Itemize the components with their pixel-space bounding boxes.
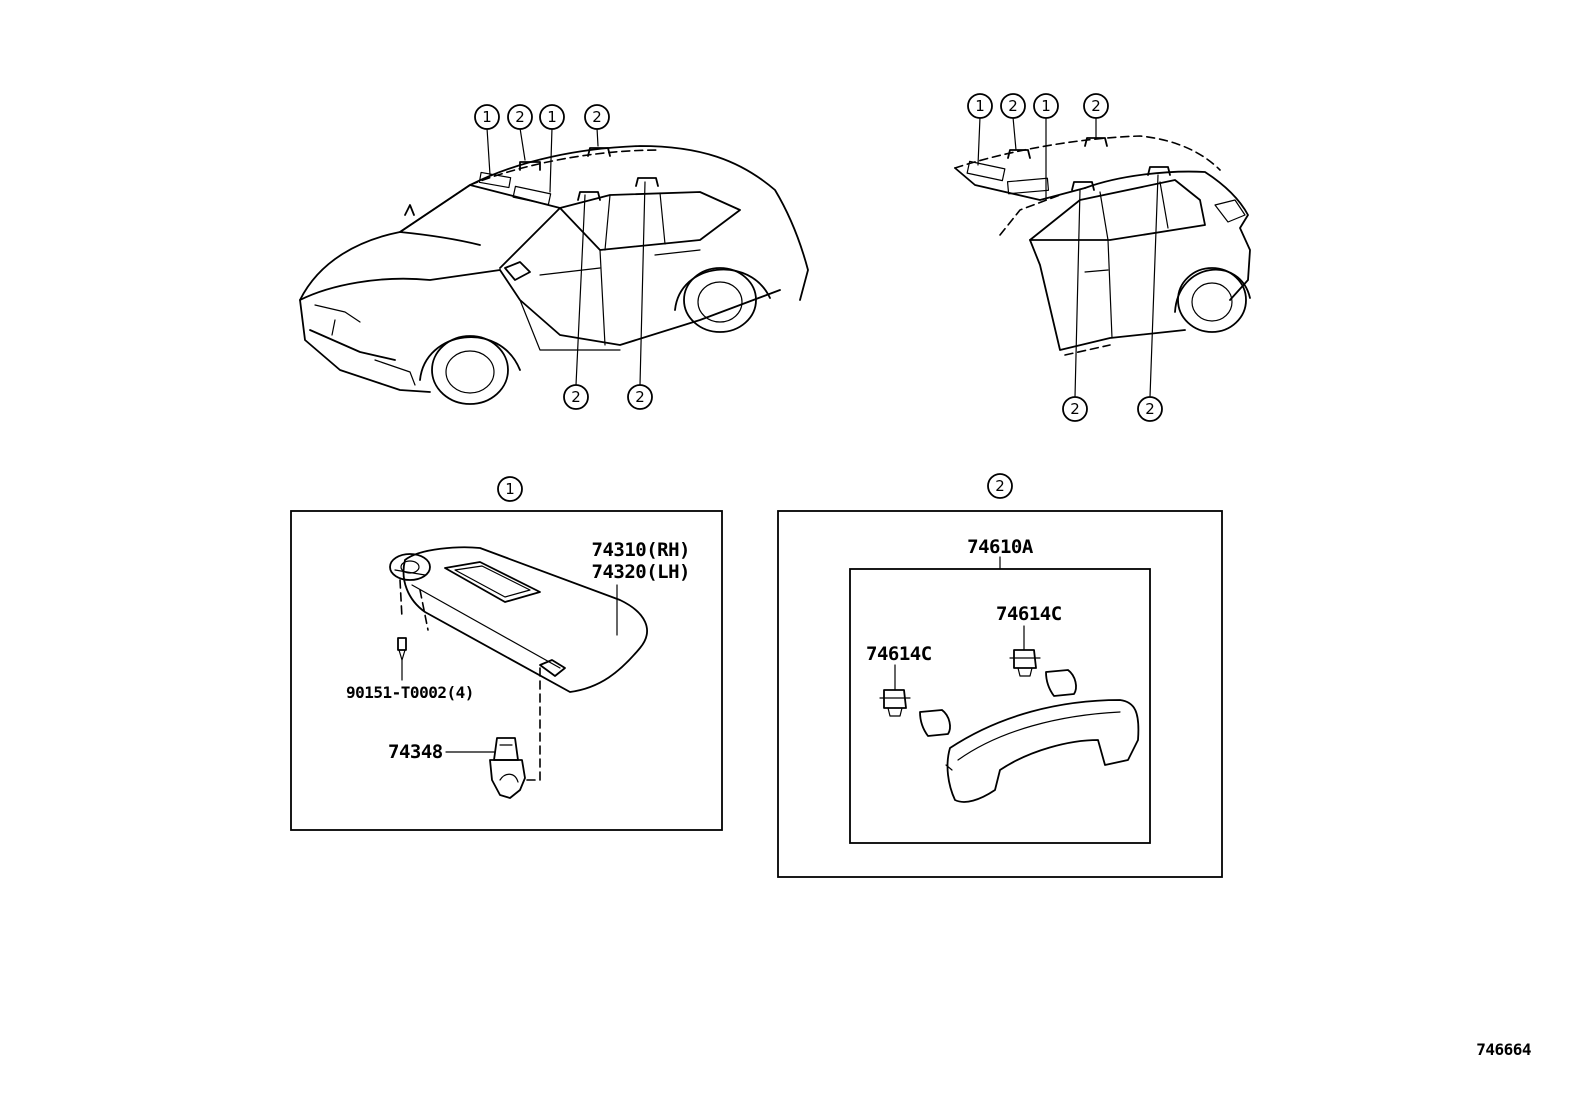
- part-label-grip-clip-right: 74614C: [996, 603, 1062, 625]
- svg-text:2: 2: [635, 388, 645, 406]
- detail-1-header: 1: [497, 476, 523, 502]
- part-label-visor-holder: 74348: [388, 741, 443, 763]
- sedan-illustration: [299, 127, 809, 405]
- svg-text:2: 2: [515, 108, 525, 126]
- callout-1-hatch-visor-left: 1: [967, 93, 993, 119]
- svg-text:2: 2: [995, 477, 1005, 495]
- callout-2-sedan-grip-side-rear: 2: [627, 384, 653, 410]
- svg-text:1: 1: [975, 97, 985, 115]
- svg-text:2: 2: [592, 108, 602, 126]
- callout-2-sedan-grip-side-front: 2: [563, 384, 589, 410]
- callout-1-sedan-visor-right: 1: [539, 104, 565, 130]
- hatchback-illustration: [954, 116, 1251, 398]
- callout-2-hatch-grip-side-front: 2: [1062, 396, 1088, 422]
- svg-text:1: 1: [1041, 97, 1051, 115]
- svg-text:1: 1: [482, 108, 492, 126]
- callout-2-sedan-grip-front: 2: [507, 104, 533, 130]
- callout-2-hatch-grip-front: 2: [1000, 93, 1026, 119]
- illustration-id: 746664: [1476, 1040, 1531, 1059]
- svg-text:2: 2: [1145, 400, 1155, 418]
- svg-text:2: 2: [1070, 400, 1080, 418]
- callout-2-sedan-grip-roof: 2: [584, 104, 610, 130]
- svg-text:1: 1: [547, 108, 557, 126]
- part-label-grip-clip-left: 74614C: [866, 643, 932, 665]
- detail-2-header: 2: [987, 473, 1013, 499]
- callout-1-sedan-visor-left: 1: [474, 104, 500, 130]
- detail-2-frame: [777, 510, 1223, 878]
- svg-text:2: 2: [1091, 97, 1101, 115]
- detail-1-frame: [290, 510, 723, 831]
- svg-text:1: 1: [505, 480, 515, 498]
- part-label-screw: 90151-T0002(4): [346, 683, 474, 702]
- callout-1-hatch-visor-right: 1: [1033, 93, 1059, 119]
- svg-text:2: 2: [1008, 97, 1018, 115]
- part-label-assist-grip: 74610A: [967, 536, 1034, 558]
- part-label-visor-rh: 74310(RH): [592, 539, 690, 561]
- part-label-visor-lh: 74320(LH): [592, 561, 690, 583]
- assist-grip-drawing: [879, 625, 1140, 803]
- callout-2-hatch-grip-roof: 2: [1083, 93, 1109, 119]
- svg-text:2: 2: [571, 388, 581, 406]
- callout-2-hatch-grip-side-rear: 2: [1137, 396, 1163, 422]
- sun-visor-drawing: [389, 546, 648, 799]
